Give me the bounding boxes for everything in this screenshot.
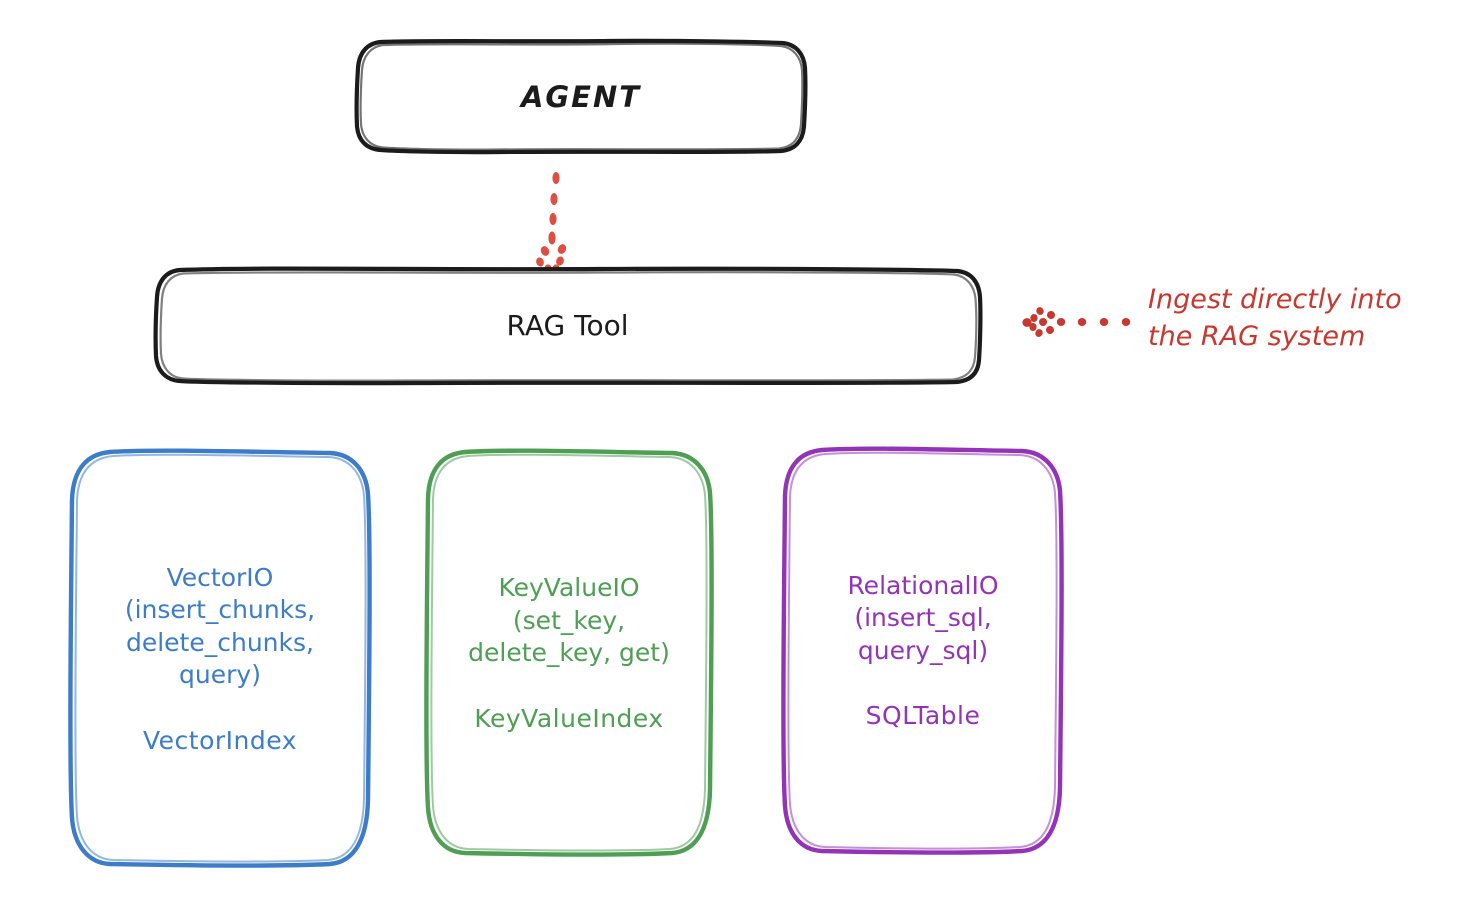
relational-io-node[interactable] [781,446,1064,855]
relational-io-box-outline-sketch [787,451,1058,850]
ingest-note-connector [1022,307,1131,337]
rag-tool-box-outline-sketch [159,271,978,382]
key-value-io-node[interactable] [424,448,714,857]
agent-to-rag-tool-connector [536,172,567,284]
vector-io-box-outline [68,448,372,868]
relational-io-box-outline [781,446,1064,855]
rag-tool-node[interactable] [153,266,983,386]
rag-tool-box-outline [153,266,983,386]
agent-box-outline-sketch [359,42,804,151]
key-value-io-box-outline [424,448,714,857]
agent-box-outline [354,38,808,155]
vector-io-box-outline-sketch [74,453,367,863]
vector-io-node[interactable] [68,448,372,868]
agent-node[interactable] [354,38,808,155]
key-value-io-box-outline-sketch [430,453,708,852]
